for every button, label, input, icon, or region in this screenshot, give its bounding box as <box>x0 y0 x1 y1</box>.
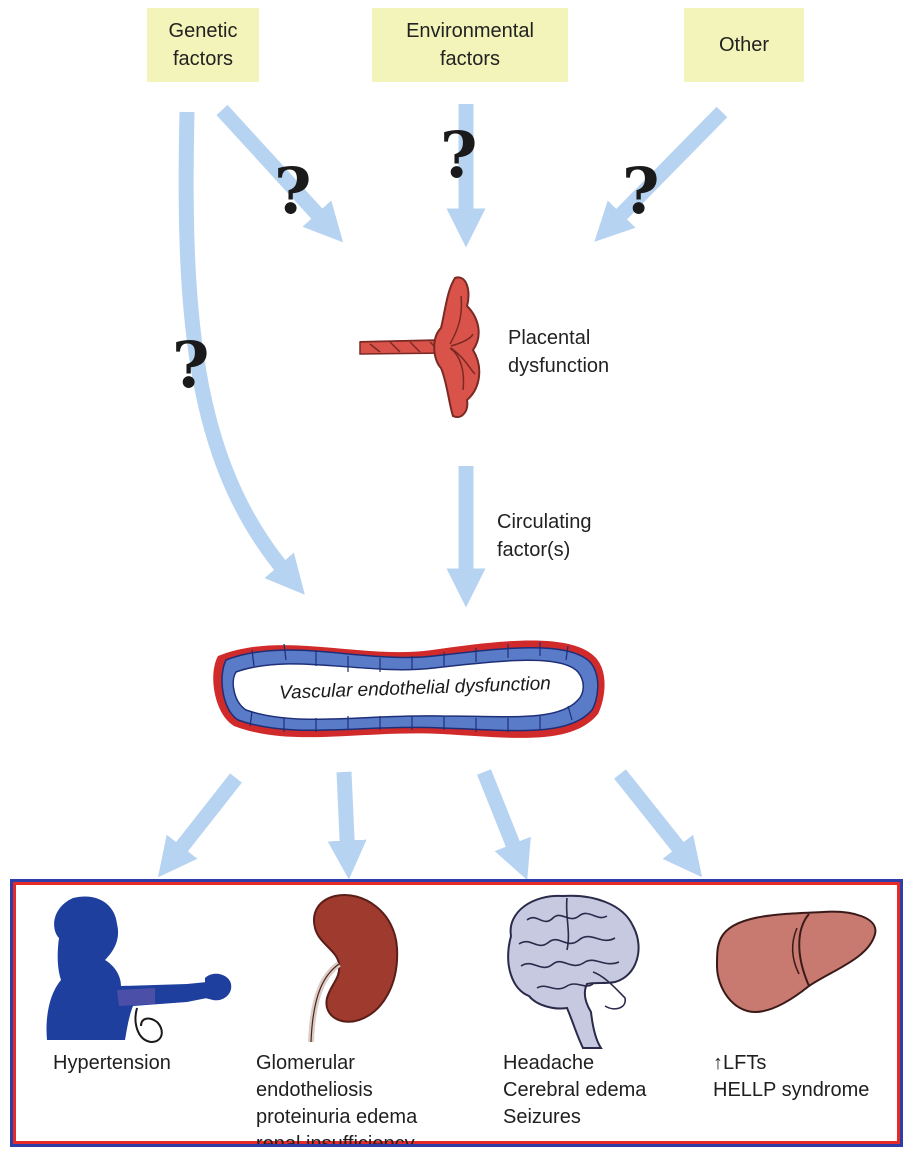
placental-line1: Placental <box>508 324 609 352</box>
circulating-factors-label: Circulating factor(s) <box>497 508 591 564</box>
placental-dysfunction-label: Placental dysfunction <box>508 324 609 380</box>
arrow-to-hypertension <box>170 778 236 862</box>
question-mark-icon: ? <box>172 334 210 398</box>
liver-line2: HELLP syndrome <box>713 1077 869 1104</box>
liver-line1: ↑LFTs <box>713 1050 869 1077</box>
outcomes-box: Hypertension Glomerular endotheliosis pr… <box>10 879 903 1147</box>
hypertension-icon <box>37 890 237 1050</box>
arrow-to-brain <box>484 772 520 862</box>
brain-line3: Seizures <box>503 1104 646 1131</box>
kidney-line2: endotheliosis <box>256 1077 417 1104</box>
liver-text: ↑LFTs HELLP syndrome <box>713 1050 869 1104</box>
other-factors-label: Other <box>719 31 769 59</box>
environmental-factors-line2: factors <box>406 45 534 73</box>
placental-line2: dysfunction <box>508 352 609 380</box>
brain-line2: Cerebral edema <box>503 1077 646 1104</box>
question-mark-icon: ? <box>440 124 478 188</box>
brain-text: Headache Cerebral edema Seizures <box>503 1050 646 1131</box>
hypertension-text: Hypertension <box>53 1050 171 1077</box>
genetic-factors-line1: Genetic <box>169 17 238 45</box>
placenta-icon <box>355 272 505 422</box>
kidney-line1: Glomerular <box>256 1050 417 1077</box>
genetic-factors-line2: factors <box>169 45 238 73</box>
brain-icon <box>497 890 649 1050</box>
kidney-line3: proteinuria edema <box>256 1104 417 1131</box>
brain-line1: Headache <box>503 1050 646 1077</box>
kidney-line4: renal insufficiency <box>256 1131 417 1147</box>
question-mark-icon: ? <box>274 160 312 224</box>
question-mark-icon: ? <box>622 160 660 224</box>
circulating-line1: Circulating <box>497 508 591 536</box>
kidney-icon <box>301 892 411 1052</box>
hypertension-line1: Hypertension <box>53 1050 171 1077</box>
arrow-to-liver <box>620 774 690 862</box>
liver-icon <box>713 908 883 1018</box>
other-factors-box: Other <box>684 8 804 82</box>
arrow-to-kidney <box>344 772 348 860</box>
circulating-line2: factor(s) <box>497 536 591 564</box>
kidney-text: Glomerular endotheliosis proteinuria ede… <box>256 1050 417 1147</box>
environmental-factors-line1: Environmental <box>406 17 534 45</box>
